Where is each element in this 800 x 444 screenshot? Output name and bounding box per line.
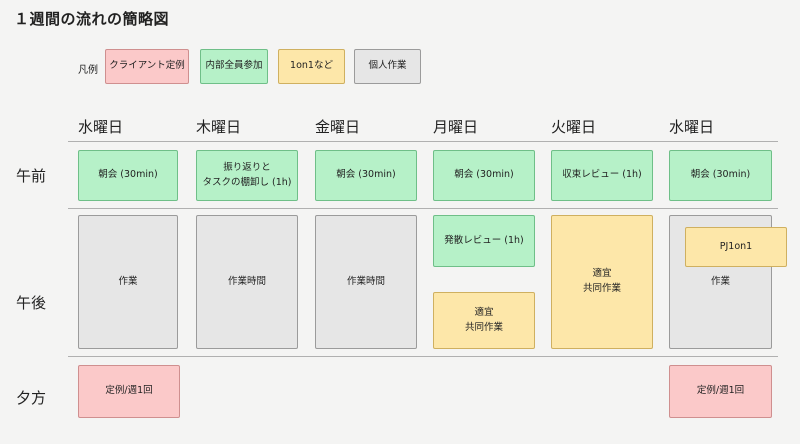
event-afternoon-thu-work: 作業時間 (196, 215, 298, 349)
event-morning-tue: 収束レビュー (1h) (551, 150, 653, 201)
event-morning-wed-1: 朝会 (30min) (78, 150, 178, 201)
legend-personal-work: 個人作業 (354, 49, 421, 84)
row-divider-top (68, 141, 778, 142)
period-evening: 夕方 (16, 389, 47, 407)
event-morning-mon: 朝会 (30min) (433, 150, 535, 201)
day-header-fri: 金曜日 (315, 118, 361, 136)
legend-label: 凡例 (78, 65, 98, 76)
event-evening-wed-1: 定例/週1回 (78, 365, 180, 418)
diagram-title: １週間の流れの簡略図 (14, 10, 170, 28)
row-divider-morning (68, 208, 778, 209)
day-header-tue: 火曜日 (551, 118, 597, 136)
legend-internal-all: 内部全員参加 (200, 49, 268, 84)
legend-client-meeting: クライアント定例 (105, 49, 189, 84)
event-afternoon-fri-work: 作業時間 (315, 215, 417, 349)
event-afternoon-mon-joint-work: 適宜 共同作業 (433, 292, 535, 349)
event-morning-wed-2: 朝会 (30min) (669, 150, 772, 201)
legend-1on1: 1on1など (278, 49, 345, 84)
period-morning: 午前 (16, 167, 47, 185)
event-morning-thu: 振り返りと タスクの棚卸し (1h) (196, 150, 298, 201)
period-afternoon: 午後 (16, 294, 47, 312)
event-evening-wed-2: 定例/週1回 (669, 365, 772, 418)
day-header-mon: 月曜日 (433, 118, 479, 136)
event-morning-fri: 朝会 (30min) (315, 150, 417, 201)
event-afternoon-wed-2-pj1on1: PJ1on1 (685, 227, 787, 267)
day-header-wed-2: 水曜日 (669, 118, 715, 136)
row-divider-afternoon (68, 356, 778, 357)
day-header-thu: 木曜日 (196, 118, 242, 136)
event-afternoon-mon-review: 発散レビュー (1h) (433, 215, 535, 267)
day-header-wed-1: 水曜日 (78, 118, 124, 136)
event-afternoon-tue-joint-work: 適宜 共同作業 (551, 215, 653, 349)
event-afternoon-wed-1-work: 作業 (78, 215, 178, 349)
